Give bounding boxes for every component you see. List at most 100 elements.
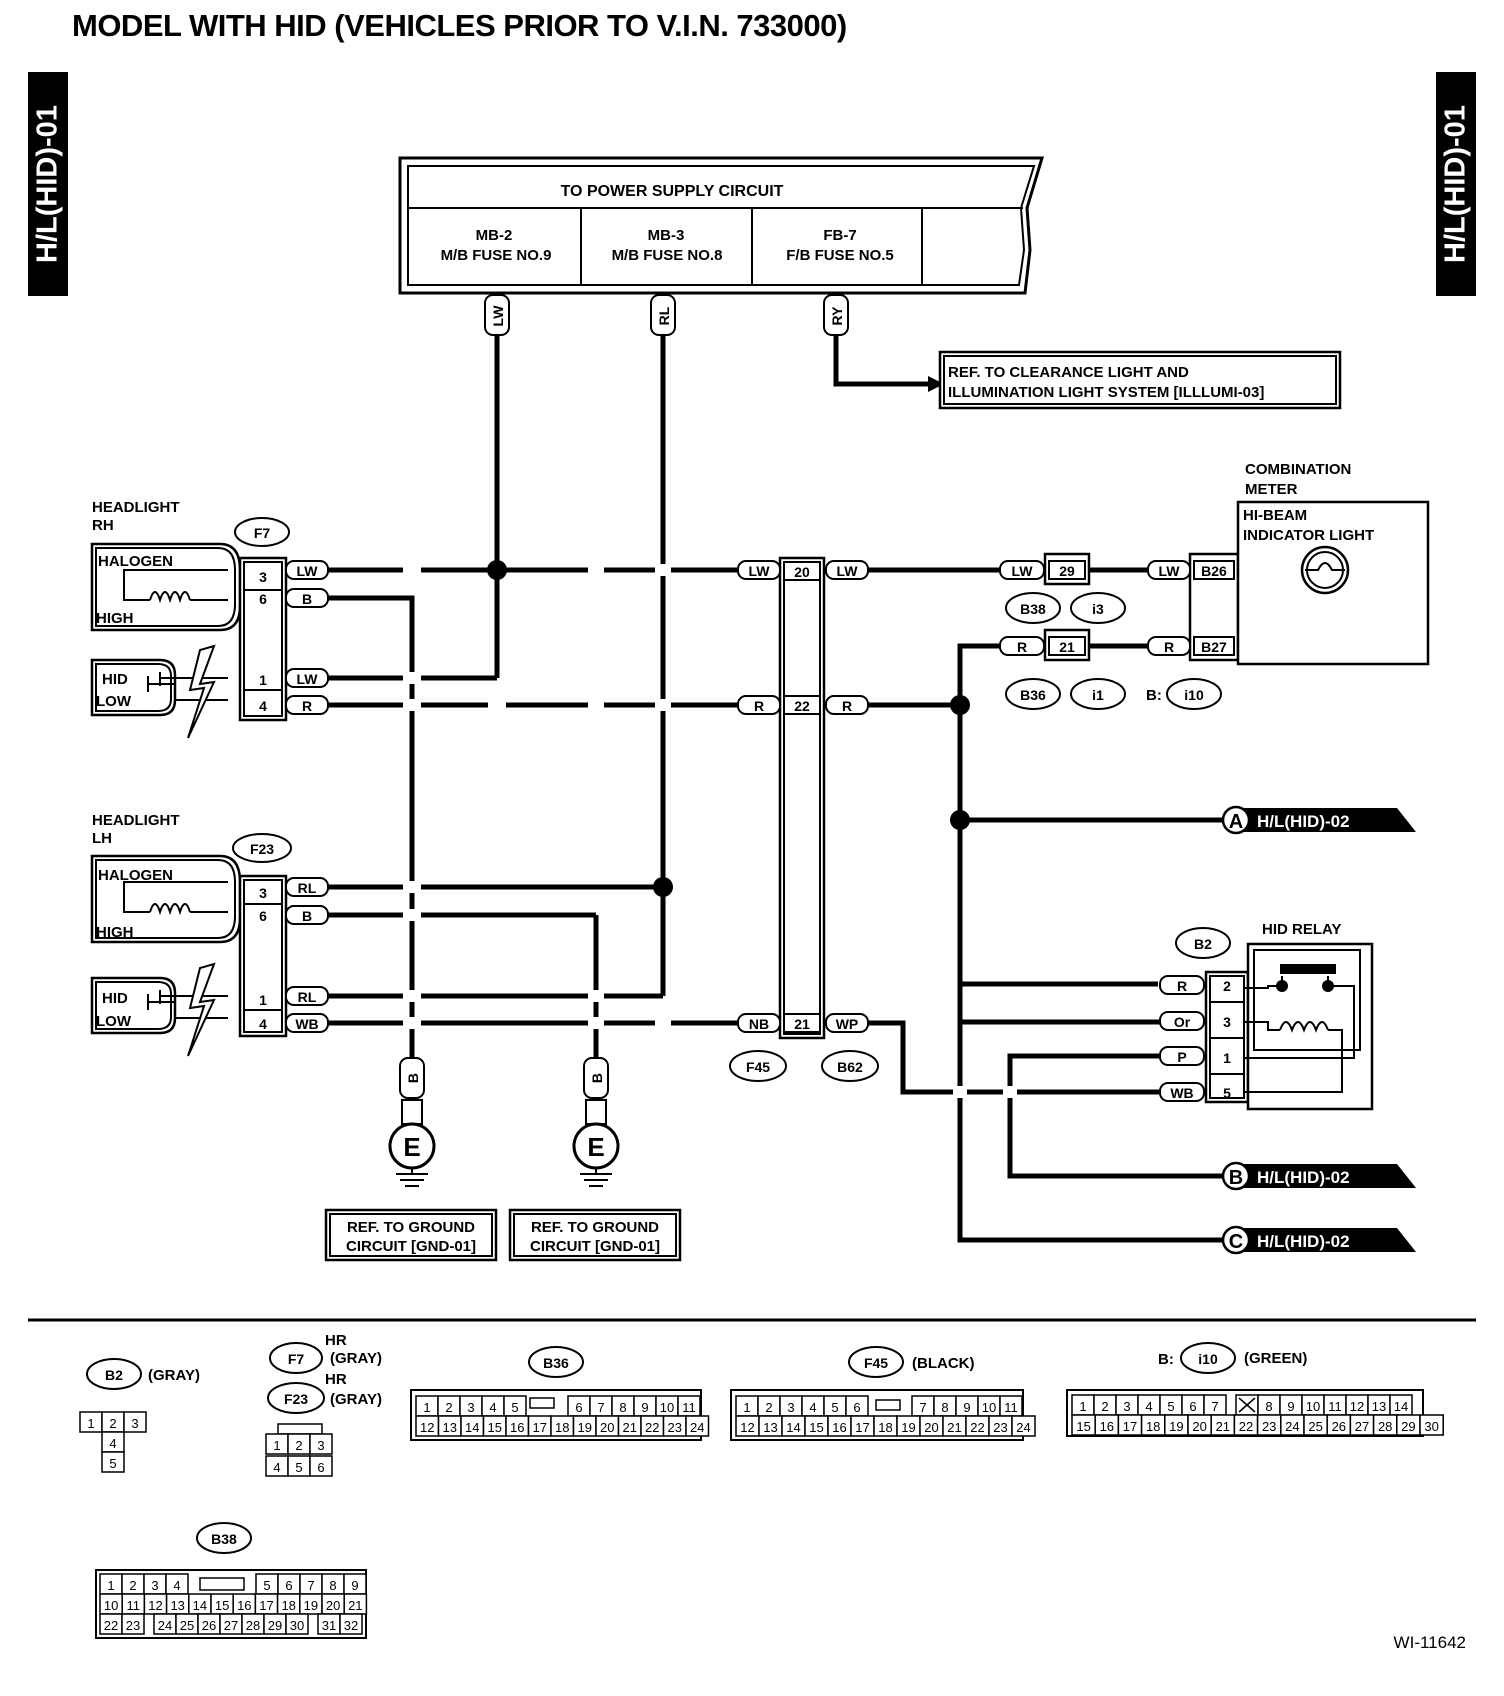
svg-text:24: 24 [1285, 1419, 1299, 1434]
wire-label-wb: WB [295, 1016, 318, 1032]
relay-contact-icon [1280, 964, 1336, 974]
svg-text:12: 12 [740, 1420, 754, 1435]
ref-clearance-line1: REF. TO CLEARANCE LIGHT AND [948, 364, 1189, 381]
svg-text:2: 2 [765, 1400, 772, 1415]
legend-f23-note: HR [325, 1371, 347, 1388]
svg-text:6: 6 [853, 1400, 860, 1415]
svg-text:26: 26 [202, 1618, 216, 1633]
svg-text:18: 18 [555, 1420, 569, 1435]
svg-text:23: 23 [1262, 1419, 1276, 1434]
connector-i1: i1 [1092, 687, 1104, 703]
wire-label-b: B [302, 591, 312, 607]
connector-prefix-b: B: [1146, 687, 1162, 704]
pin-f7-3: 3 [259, 569, 267, 585]
headlight-rh-line2: RH [92, 517, 114, 534]
wire-label-r: R [1017, 639, 1027, 655]
svg-text:3: 3 [317, 1438, 324, 1453]
ground-rh: B E REF. TO GROUND CIRCUIT [GND-01] [324, 1057, 498, 1262]
svg-text:1: 1 [87, 1416, 94, 1431]
svg-text:1: 1 [743, 1400, 750, 1415]
svg-text:11: 11 [1328, 1399, 1342, 1414]
wire-label-r: R [1164, 639, 1174, 655]
connector-f23: F23 [250, 841, 274, 857]
wires [327, 335, 1386, 1243]
ground-lh: B E REF. TO GROUND CIRCUIT [GND-01] [508, 1057, 682, 1262]
svg-text:26: 26 [1332, 1419, 1346, 1434]
wire-wp-relay [860, 1020, 1160, 1095]
svg-text:4: 4 [173, 1578, 180, 1593]
svg-text:22: 22 [970, 1420, 984, 1435]
svg-text:25: 25 [1308, 1419, 1322, 1434]
pin-joint-21: 21 [794, 1016, 810, 1032]
svg-text:23: 23 [668, 1420, 682, 1435]
svg-text:9: 9 [1287, 1399, 1294, 1414]
pin-f23-3: 3 [259, 885, 267, 901]
svg-text:32: 32 [344, 1618, 358, 1633]
svg-text:3: 3 [467, 1400, 474, 1415]
pin-b26: B26 [1201, 563, 1227, 579]
wire-or-to-c [957, 1019, 1225, 1243]
svg-text:11: 11 [682, 1400, 696, 1415]
junctions [487, 560, 970, 897]
wire-p-to-b [1007, 1053, 1225, 1179]
svg-text:3: 3 [131, 1416, 138, 1431]
svg-text:18: 18 [1146, 1419, 1160, 1434]
legend-f23-color: (GRAY) [330, 1391, 382, 1408]
section-tab-left: H/L(HID)-01 [28, 72, 68, 296]
svg-text:9: 9 [351, 1578, 358, 1593]
offpage-connectors: A H/L(HID)-02 B H/L(HID)-02 C H/L(HID)-0… [1221, 805, 1416, 1255]
pin-joint-20: 20 [794, 564, 810, 580]
connector-f45: F45 [746, 1059, 770, 1075]
ref-clearance-box: REF. TO CLEARANCE LIGHT AND ILLUMINATION… [938, 350, 1342, 410]
svg-text:13: 13 [443, 1420, 457, 1435]
relay-coil-icon [1279, 1021, 1329, 1033]
svg-text:1: 1 [273, 1438, 280, 1453]
wire-ry-feed [833, 335, 930, 387]
wire-label-wp: WP [836, 1016, 859, 1032]
high-label: HIGH [96, 610, 134, 627]
svg-text:12: 12 [148, 1598, 162, 1613]
svg-text:25: 25 [180, 1618, 194, 1633]
svg-text:22: 22 [645, 1420, 659, 1435]
svg-text:23: 23 [993, 1420, 1007, 1435]
crossing-gaps [403, 564, 1017, 1098]
pin-b36-21: 21 [1059, 639, 1075, 655]
svg-text:21: 21 [623, 1420, 637, 1435]
svg-text:9: 9 [963, 1400, 970, 1415]
meter-connectors: 29 LW 21 R B26 B27 LW R [999, 552, 1240, 662]
fuse-mb3-name: M/B FUSE NO.8 [612, 247, 723, 264]
legend-b38-name: B38 [211, 1531, 237, 1547]
wire-label-r: R [842, 698, 852, 714]
halogen-label: HALOGEN [98, 553, 173, 570]
pin-relay-2: 2 [1223, 978, 1231, 994]
ref-clearance-line2: ILLUMINATION LIGHT SYSTEM [ILLLUMI-03] [948, 384, 1264, 401]
wire-label-rl: RL [298, 880, 317, 896]
arrow-icon [928, 376, 944, 392]
ref-ground-line1: REF. TO GROUND [531, 1219, 659, 1236]
fuse-mb2-name: M/B FUSE NO.9 [441, 247, 552, 264]
svg-text:5: 5 [295, 1460, 302, 1475]
svg-text:22: 22 [104, 1618, 118, 1633]
pin-f23-4: 4 [259, 1016, 267, 1032]
wire-label-nb: NB [749, 1016, 769, 1032]
wire-label-lw: LW [297, 563, 319, 579]
pin-f7-1: 1 [259, 672, 267, 688]
connector-b62: B62 [837, 1059, 863, 1075]
svg-text:12: 12 [420, 1420, 434, 1435]
svg-text:14: 14 [193, 1598, 207, 1613]
pin-f7-4: 4 [259, 698, 267, 714]
low-label: LOW [96, 1013, 132, 1030]
page-title: MODEL WITH HID (VEHICLES PRIOR TO V.I.N.… [72, 8, 847, 43]
svg-text:18: 18 [878, 1420, 892, 1435]
wire-label-lw: LW [297, 671, 319, 687]
pin-f23-1: 1 [259, 992, 267, 1008]
legend-f7-note: HR [325, 1332, 347, 1349]
svg-text:2: 2 [129, 1578, 136, 1593]
combination-meter-line2: METER [1245, 481, 1298, 498]
